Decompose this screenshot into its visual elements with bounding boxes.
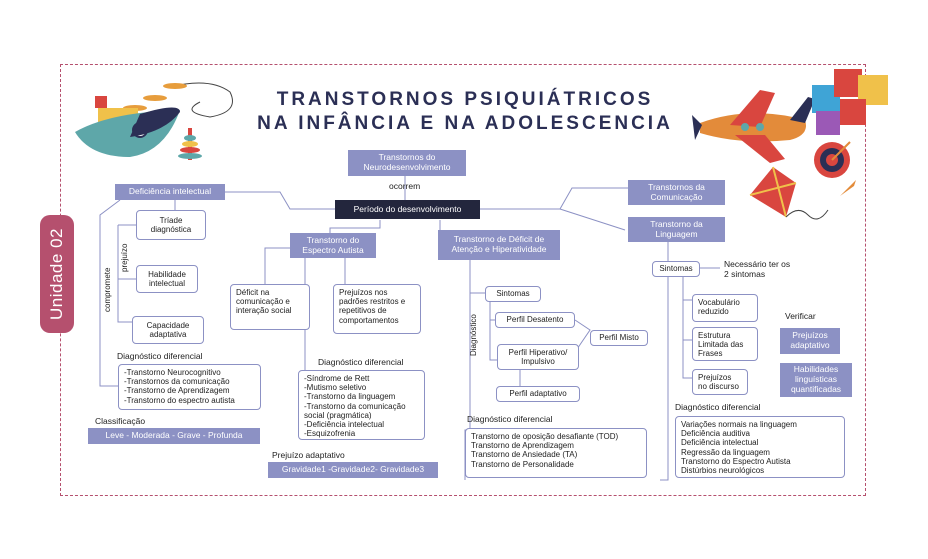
perfil-adaptativo-box: Perfil adaptativo bbox=[496, 386, 580, 402]
list-item: Transtorno de Aprendizagem bbox=[471, 441, 574, 451]
intellectual-header: Deficiência intelectual bbox=[115, 184, 225, 200]
list-item: -Síndrome de Rett bbox=[304, 374, 370, 383]
triade-box: Tríade diagnóstica bbox=[136, 210, 206, 240]
adhd-dd-label: Diagnóstico diferencial bbox=[467, 414, 553, 424]
autism-header: Transtorno do Espectro Autista bbox=[290, 233, 376, 258]
autism-deficit-box: Déficit na comunicação e interação socia… bbox=[230, 284, 310, 330]
perfil-hiper-box: Perfil Hiperativo/ Impulsivo bbox=[497, 344, 579, 370]
list-item: Distúrbios neurológicos bbox=[681, 465, 765, 475]
autism-dd-label: Diagnóstico diferencial bbox=[318, 357, 404, 367]
autism-dd-list: -Síndrome de Rett -Mutismo seletivo -Tra… bbox=[298, 370, 425, 440]
language-sintomas-box: Sintomas bbox=[652, 261, 700, 277]
compromete-label: compromete bbox=[103, 267, 112, 312]
stacking-rings-icon bbox=[178, 128, 202, 160]
title-line-2: NA INFÂNCIA E NA ADOLESCENCIA bbox=[257, 113, 673, 134]
unit-tab: Unidade 02 bbox=[40, 215, 74, 333]
list-item: -Transtorno da linguagem bbox=[304, 392, 396, 402]
list-item: -Transtorno do espectro autista bbox=[124, 395, 235, 405]
title-line-1: TRANSTORNOS PSIQUIÁTRICOS bbox=[276, 89, 654, 110]
list-item: Variações normais na linguagem bbox=[681, 420, 797, 429]
airplane-icon bbox=[692, 90, 815, 163]
list-item: Transtorno do Espectro Autista bbox=[681, 456, 791, 466]
communication-header: Transtornos da Comunicação bbox=[628, 180, 725, 205]
classificacao-box: Leve - Moderada - Grave - Profunda bbox=[88, 428, 260, 444]
adhd-dd-list: Transtorno de oposição desafiante (TOD) … bbox=[465, 428, 647, 478]
list-item: -Esquizofrenia bbox=[304, 429, 356, 439]
adhd-sintomas-box: Sintomas bbox=[485, 286, 541, 302]
puzzle-icon bbox=[812, 69, 888, 135]
list-item: Deficiência intelectual bbox=[681, 438, 759, 448]
language-dd-label: Diagnóstico diferencial bbox=[675, 402, 761, 412]
neurodev-box: Transtornos do Neurodesenvolvimento bbox=[348, 150, 466, 176]
list-item: Transtorno de Personalidade bbox=[471, 459, 574, 469]
adhd-diagnostico-label: Diagnóstico bbox=[469, 314, 478, 356]
target-icon bbox=[814, 141, 851, 178]
capacidade-box: Capacidade adaptativa bbox=[132, 316, 204, 344]
verificar-prejuizos-box: Prejuízos adaptativo bbox=[780, 328, 840, 354]
list-item: -Transtorno Neurocognitivo bbox=[124, 368, 221, 377]
gravidade-box: Gravidade1 -Gravidade2- Gravidade3 bbox=[268, 462, 438, 478]
intellectual-dd-list: -Transtorno Neurocognitivo -Transtornos … bbox=[118, 364, 261, 410]
list-item: Regressão da linguagem bbox=[681, 447, 770, 457]
discurso-box: Prejuízos no discurso bbox=[692, 369, 748, 395]
kite-icon bbox=[749, 166, 829, 220]
rocket-icon bbox=[840, 180, 856, 196]
necessario-label: Necessário ter os 2 sintomas bbox=[724, 259, 791, 279]
main-period-box: Período do desenvolvimento bbox=[335, 200, 480, 219]
classificacao-label: Classificação bbox=[95, 416, 146, 426]
list-item: -Transtorno da comunicação social (pragm… bbox=[304, 401, 406, 420]
intellectual-dd-label: Diagnóstico diferencial bbox=[117, 351, 203, 361]
language-header: Transtorno da Linguagem bbox=[628, 217, 725, 242]
prejuizo-label: prejuízo bbox=[120, 243, 129, 272]
vocab-box: Vocabulário reduzido bbox=[692, 294, 758, 322]
estrutura-box: Estrutura Limitada das Frases bbox=[692, 327, 758, 361]
adhd-header: Transtorno de Déficit de Atenção e Hiper… bbox=[438, 230, 560, 260]
verificar-label: Verificar bbox=[785, 311, 816, 321]
language-dd-list: Variações normais na linguagem Deficiênc… bbox=[675, 416, 845, 478]
list-item: -Transtornos da comunicação bbox=[124, 377, 230, 387]
list-item: Deficiência auditiva bbox=[681, 429, 750, 439]
list-item: Transtorno de oposição desafiante (TOD) bbox=[471, 432, 619, 441]
list-item: -Deficiência intelectual bbox=[304, 419, 385, 429]
toy-boat-icon bbox=[75, 82, 233, 157]
list-item: Transtorno de Ansiedade (TA) bbox=[471, 450, 578, 460]
autism-prejuizos-box: Prejuízos nos padrões restritos e repeti… bbox=[333, 284, 421, 334]
verificar-habilidades-box: Habilidades linguísticas quantificadas bbox=[780, 363, 852, 397]
perfil-misto-box: Perfil Misto bbox=[590, 330, 648, 346]
perfil-desatento-box: Perfil Desatento bbox=[495, 312, 575, 328]
list-item: -Transtorno de Aprendizagem bbox=[124, 386, 230, 396]
list-item: -Mutismo seletivo bbox=[304, 383, 367, 393]
prejuizo-adaptativo-label: Prejuízo adaptativo bbox=[272, 450, 345, 460]
habilidade-box: Habilidade intelectual bbox=[136, 265, 198, 293]
unit-label: Unidade 02 bbox=[47, 228, 66, 320]
ocorrem-label: ocorrem bbox=[389, 181, 421, 191]
